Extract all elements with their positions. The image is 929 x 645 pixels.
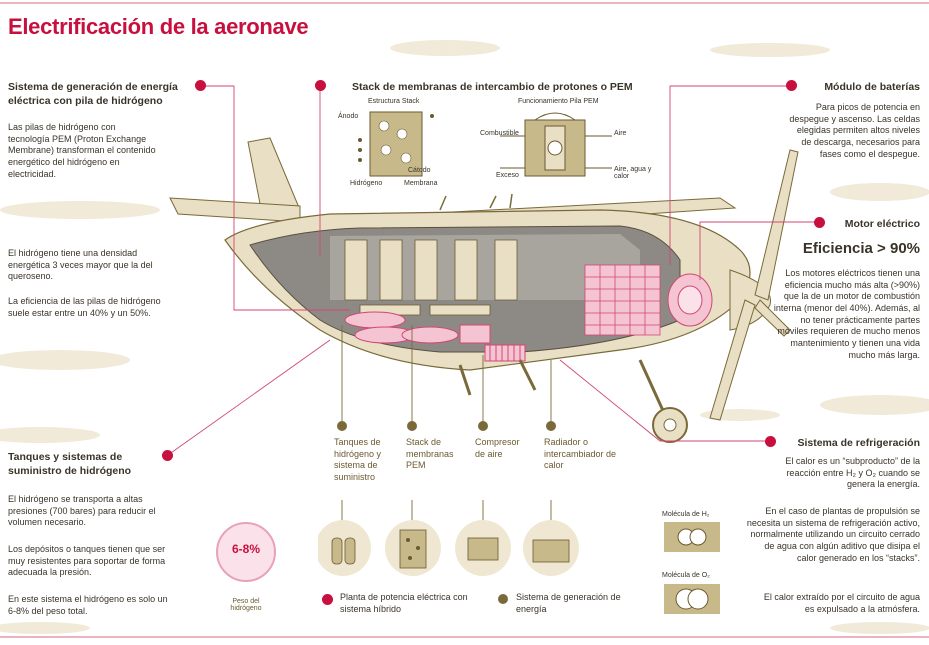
tanks-text-3: En este sistema el hidrógeno es solo un …	[8, 594, 168, 616]
excess-label: Exceso	[496, 172, 519, 179]
hydrogen-weight-value: 6-8%	[231, 542, 260, 556]
legend-generation-label: Sistema de generación de energía	[516, 592, 621, 614]
battery-text: Para picos de potencia en despegue y asc…	[789, 102, 920, 159]
pem-operation-label: Funcionamiento Pila PEM	[518, 98, 599, 105]
marker-motor	[814, 217, 825, 228]
air-label: Aire	[614, 130, 627, 137]
motor-heading: Motor eléctrico	[844, 218, 920, 230]
cooling-heading: Sistema de refrigeración	[797, 437, 920, 449]
component-marker-stack	[407, 421, 417, 431]
legend-pink-dot	[322, 594, 333, 605]
anode-label: Ánodo	[338, 113, 359, 120]
cooling-text-1: El calor es un “subproducto” de la reacc…	[785, 456, 920, 490]
legend-hybrid-label: Planta de potencia eléctrica con sistema…	[340, 592, 468, 614]
hydrogen-weight-caption: Peso del hidrógeno	[230, 598, 262, 612]
motor-text: Los motores eléctricos tienen una eficie…	[773, 268, 920, 360]
cathode-label: Cátodo	[408, 167, 431, 174]
hydrogen-system-text-1: Las pilas de hidrógeno con tecnología PE…	[8, 122, 156, 179]
pem-structure-label: Estructura Stack	[368, 98, 420, 105]
legend-olive-dot	[498, 594, 508, 604]
hydrogen-system-heading: Sistema de generación de energía eléctri…	[8, 81, 178, 108]
component-label-tanks: Tanques de hidrógeno y sistema de sumini…	[334, 437, 382, 483]
marker-cooling	[765, 436, 776, 447]
tanks-text-2: Los depósitos o tanques tienen que ser m…	[8, 544, 166, 578]
hydrogen-system-text-2: El hidrógeno tiene una densidad energéti…	[8, 248, 153, 282]
motor-efficiency: Eficiencia > 90%	[802, 240, 920, 257]
component-label-radiator: Radiador o intercambiador de calor	[544, 437, 617, 471]
h2-molecule-label: Molécula de H₂	[662, 511, 710, 518]
bottom-rule	[0, 636, 929, 638]
page-title: Electrificación de la aeronave	[8, 14, 309, 39]
marker-tanks	[162, 450, 173, 461]
pem-stack-heading: Stack de membranas de intercambio de pro…	[352, 81, 633, 93]
battery-heading: Módulo de baterías	[824, 81, 920, 93]
marker-hydrogen-system	[195, 80, 206, 91]
hydrogen-label: Hidrógeno	[350, 180, 383, 187]
component-label-compressor: Compresor de aire	[475, 437, 520, 459]
hydrogen-weight-badge	[216, 522, 276, 582]
tanks-text-1: El hidrógeno se transporta a altas presi…	[8, 494, 156, 528]
air-water-heat-label: Aire, agua y calor	[614, 166, 652, 180]
pem-stack-diagram	[358, 111, 612, 177]
component-label-stack: Stack de membranas PEM	[406, 437, 454, 471]
top-rule	[0, 2, 929, 4]
cooling-text-3: El calor extraído por el circuito de agu…	[763, 592, 920, 614]
fuel-label: Combustible	[480, 130, 519, 137]
marker-battery	[786, 80, 797, 91]
component-marker-tanks	[337, 421, 347, 431]
component-marker-compressor	[478, 421, 488, 431]
cooling-text-2: En el caso de plantas de propulsión se n…	[746, 506, 920, 563]
o2-molecule-label: Molécula de O₂	[662, 572, 710, 579]
h2-molecule-icon	[664, 522, 720, 552]
o2-molecule-icon	[664, 584, 720, 614]
component-icons	[318, 520, 579, 576]
component-marker-radiator	[546, 421, 556, 431]
tanks-heading: Tanques y sistemas de suministro de hidr…	[8, 451, 132, 478]
hydrogen-system-text-3: La eficiencia de las pilas de hidrógeno …	[8, 296, 161, 318]
marker-pem-stack	[315, 80, 326, 91]
membrane-label: Membrana	[404, 180, 438, 187]
